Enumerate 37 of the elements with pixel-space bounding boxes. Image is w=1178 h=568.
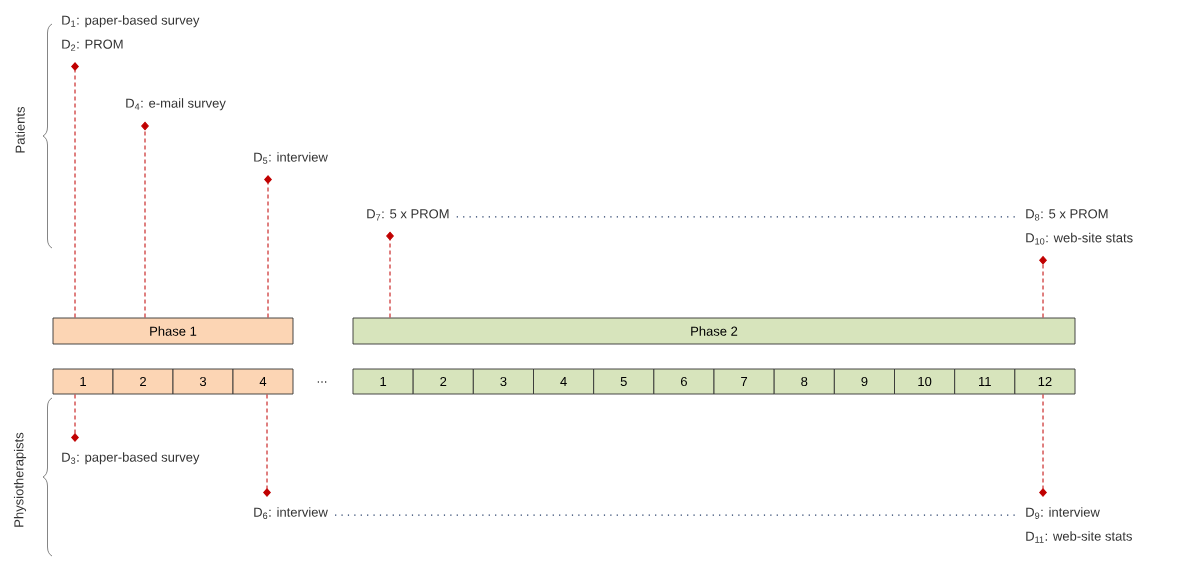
month-cell: 1 <box>352 368 414 395</box>
month-cell: 10 <box>894 368 956 395</box>
data-label: D$_{3}$: paper-based survey <box>62 452 200 465</box>
month-cell: 6 <box>653 368 715 395</box>
marker-line <box>263 393 271 497</box>
phase-bar: Phase 1 <box>52 317 294 345</box>
marker-line <box>71 393 79 442</box>
marker-line <box>264 175 272 319</box>
month-cell: 7 <box>713 368 775 395</box>
month-cell: 1 <box>52 368 114 395</box>
month-cell: 12 <box>1014 368 1076 395</box>
data-label: D$_{7}$: 5 x PROM <box>367 209 449 221</box>
data-label: D$_{6}$: interview <box>254 507 328 519</box>
month-cell: 4 <box>533 368 595 395</box>
month-cell: 3 <box>472 368 534 395</box>
month-cell: 3 <box>172 368 234 395</box>
marker-line <box>386 231 394 319</box>
month-cell: 9 <box>833 368 895 395</box>
data-label: D$_{4}$: e-mail survey <box>126 98 226 111</box>
data-label: D$_{9}$: interview D$_{11}$: web-site stats <box>1026 507 1132 543</box>
month-cell: 5 <box>593 368 655 395</box>
data-label: D$_{8}$: 5 x PROM D$_{10}$: web-site stats <box>1026 209 1133 245</box>
side-label: Patients <box>15 107 25 153</box>
side-label: Physiotherapists <box>13 432 27 527</box>
marker-line <box>141 121 149 319</box>
month-cell: 4 <box>232 368 294 395</box>
marker-line <box>1039 256 1047 319</box>
marker-line <box>1039 393 1047 497</box>
month-cell: 2 <box>112 368 174 395</box>
data-label: D$_{5}$: interview <box>254 152 328 164</box>
month-cell: 11 <box>954 368 1016 395</box>
marker-line <box>71 62 79 319</box>
month-cell: 2 <box>412 368 474 395</box>
data-label: D$_{1}$: paper-based survey D$_{2}$: PROM <box>62 15 200 51</box>
month-cell: 8 <box>773 368 835 395</box>
phase-bar: Phase 2 <box>352 317 1076 345</box>
ellipsis: ... <box>317 381 327 383</box>
